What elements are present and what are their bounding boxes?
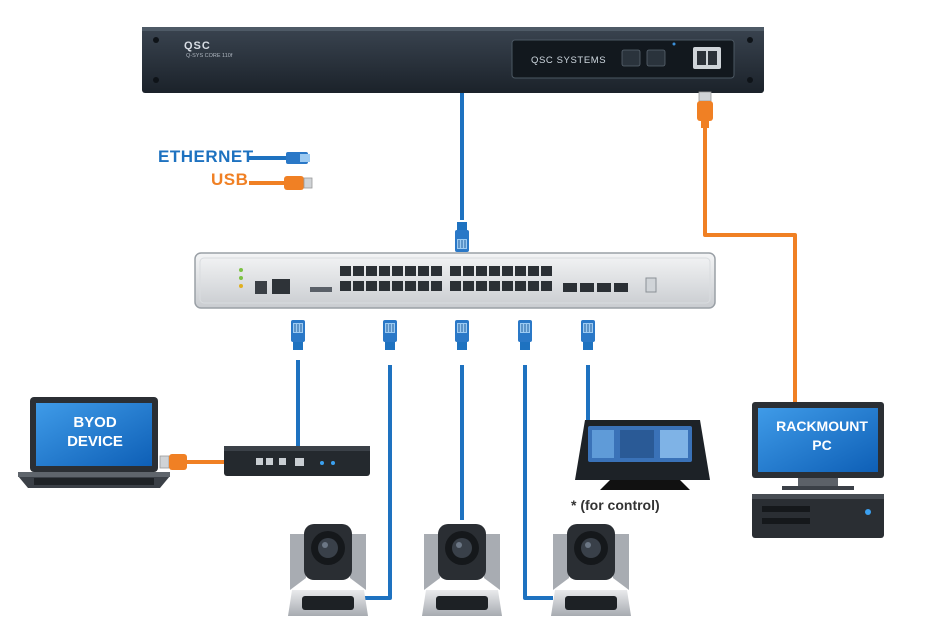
rackmount-pc-label: RACKMOUNT PC	[762, 417, 882, 455]
ptz-camera-icon	[551, 524, 631, 616]
byod-label-line1: BYOD	[73, 414, 117, 431]
usb-plug-icon	[696, 91, 714, 129]
byod-label-line2: DEVICE	[67, 433, 123, 450]
ethernet-legend-icon	[249, 152, 310, 164]
ethernet-cables	[296, 90, 590, 600]
pc-label-line1: RACKMOUNT	[776, 418, 868, 434]
usb-plug-icon	[159, 454, 187, 470]
legend-ethernet-label: ETHERNET	[158, 147, 254, 166]
rj45-connector-icon	[290, 319, 306, 351]
touch-panel-icon	[575, 420, 710, 490]
cable-switch-to-camera-3	[523, 365, 553, 600]
usb-cables	[185, 125, 797, 464]
pc-label-line2: PC	[812, 437, 832, 453]
desktop-pc-icon	[752, 402, 884, 538]
legend-usb-label: USB	[211, 170, 249, 189]
ptz-camera-icon	[422, 524, 502, 616]
core-brand-label: QSC	[184, 40, 211, 52]
core-model-label: Q-SYS CORE 110f	[186, 53, 233, 59]
cable-core-to-pc	[703, 125, 797, 402]
core-logo-label: QSC SYSTEMS	[531, 55, 607, 66]
ptz-camera-icon	[288, 524, 368, 616]
network-switch-icon	[194, 252, 716, 309]
usb-bridge-icon	[224, 446, 370, 476]
laptop-icon	[18, 397, 170, 488]
touch-panel-note: * (for control)	[571, 497, 660, 513]
rj45-connector-icon	[454, 319, 470, 351]
rj45-connector-icon	[517, 319, 533, 351]
byod-device-label: BYOD DEVICE	[40, 413, 150, 451]
qsys-core-processor	[142, 27, 764, 93]
rj45-connector-icon	[454, 221, 470, 253]
rj45-connector-icon	[580, 319, 596, 351]
rj45-connector-icon	[382, 319, 398, 351]
usb-legend-icon	[249, 176, 313, 190]
cable-switch-to-camera-1	[362, 365, 392, 600]
